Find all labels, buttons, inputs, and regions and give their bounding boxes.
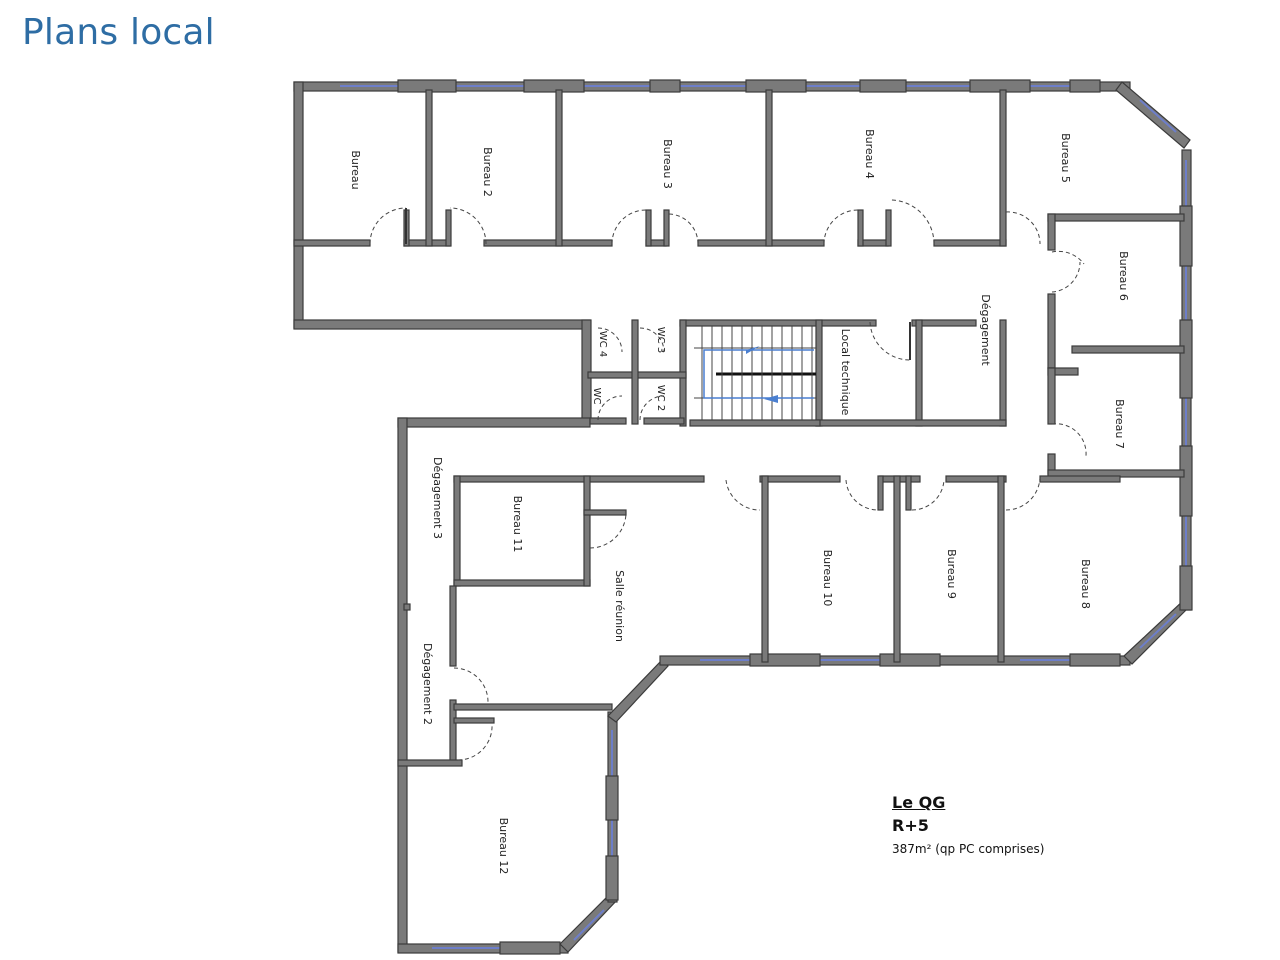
- floor-level: R+5: [892, 816, 929, 835]
- room-bureau-5: Bureau 5: [1059, 133, 1072, 183]
- room-degagement-3: Dégagement 3: [431, 457, 444, 539]
- room-local-technique: Local technique: [839, 329, 852, 416]
- room-bureau-2: Bureau 2: [481, 147, 494, 197]
- room-wc-4: WC 4: [597, 331, 608, 357]
- room-bureau-4: Bureau 4: [863, 129, 876, 179]
- room-degagement: Dégagement: [979, 294, 992, 366]
- room-bureau-12: Bureau 12: [497, 818, 510, 875]
- plan-legend: Le QG R+5 387m² (qp PC comprises): [892, 792, 1044, 860]
- room-bureau-3: Bureau 3: [661, 139, 674, 189]
- doors: [369, 199, 1087, 761]
- room-bureau-9: Bureau 9: [945, 549, 958, 599]
- page-title: Plans local: [22, 12, 215, 53]
- room-labels: Bureau Bureau 2 Bureau 3 Bureau 4 Bureau…: [349, 129, 1130, 874]
- site-name: Le QG: [892, 793, 946, 812]
- room-bureau-6: Bureau 6: [1117, 251, 1130, 301]
- room-bureau-7: Bureau 7: [1113, 399, 1126, 449]
- room-bureau-11: Bureau 11: [511, 496, 524, 553]
- room-bureau-8: Bureau 8: [1079, 559, 1092, 609]
- room-salle-reunion: Salle réunion: [613, 570, 626, 642]
- room-bureau: Bureau: [349, 150, 362, 189]
- inner-walls: [293, 89, 1185, 767]
- windows: [340, 85, 1187, 949]
- room-wc: WC: [591, 388, 602, 405]
- surface-area: 387m² (qp PC comprises): [892, 842, 1045, 856]
- room-wc-3: WC 3: [655, 327, 666, 353]
- stair-down-arrow-icon: [764, 395, 778, 403]
- stair-up-arrow-icon: [746, 346, 760, 354]
- room-bureau-10: Bureau 10: [821, 550, 834, 607]
- room-degagement-2: Dégagement 2: [421, 643, 434, 725]
- room-wc-2: WC 2: [655, 385, 666, 411]
- staircase: [694, 326, 816, 420]
